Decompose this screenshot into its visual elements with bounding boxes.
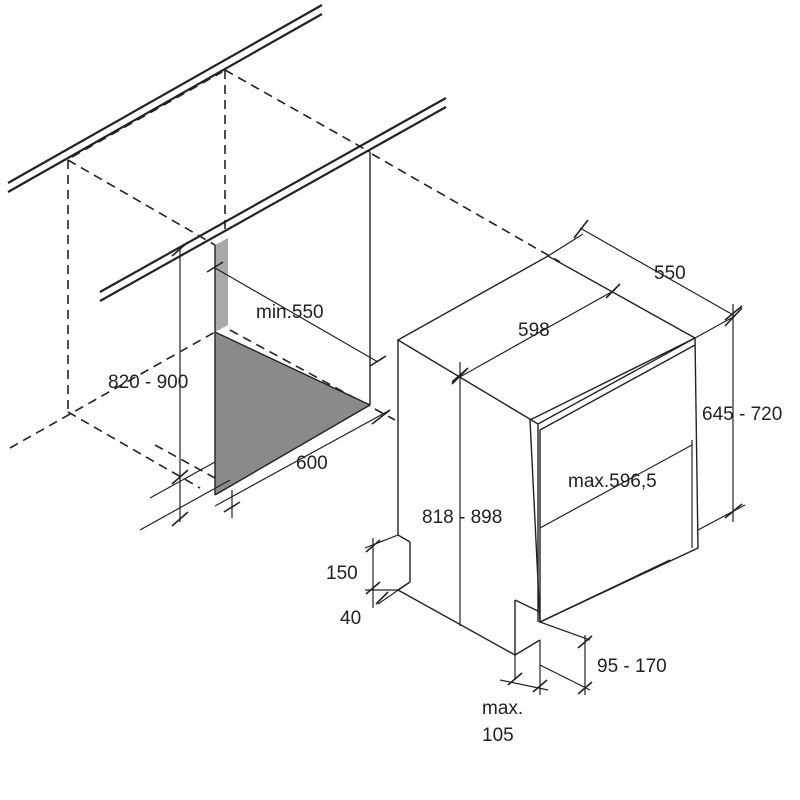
- door-height-range-label: 645 - 720: [702, 404, 782, 425]
- dim-max-105: [499, 640, 549, 695]
- dim-door-overhang: [539, 621, 593, 695]
- dim-door-height-max: [539, 440, 693, 548]
- appliance-height-label: 818 - 898: [422, 507, 502, 528]
- dim-niche-depth: [206, 261, 387, 367]
- dim-niche-height: [139, 241, 231, 531]
- door-height-max-label: max.596,5: [568, 471, 657, 492]
- plinth-height-label: 150: [326, 563, 358, 584]
- countertop: [7, 4, 447, 302]
- dim-appliance-depth: [547, 219, 743, 339]
- plinth-recess-label: 40: [340, 608, 361, 629]
- dim-door-height-range: [697, 304, 746, 531]
- max-label: max.: [482, 698, 523, 719]
- max-value-label: 105: [482, 725, 514, 746]
- niche-side-wall: [215, 238, 228, 332]
- door-overhang-label: 95 - 170: [597, 656, 667, 677]
- niche-width-label: 600: [296, 453, 328, 474]
- appliance-depth-label: 550: [654, 263, 686, 284]
- niche-depth-label: min.550: [256, 302, 324, 323]
- dim-niche-width: [214, 409, 391, 518]
- dishwasher-body: [396, 255, 699, 656]
- dim-plinth: [364, 534, 411, 608]
- niche-floor: [215, 332, 370, 495]
- appliance-width-label: 598: [518, 320, 550, 341]
- niche: [214, 152, 371, 496]
- niche-height-label: 820 - 900: [108, 372, 188, 393]
- dim-appliance-height: [451, 362, 469, 626]
